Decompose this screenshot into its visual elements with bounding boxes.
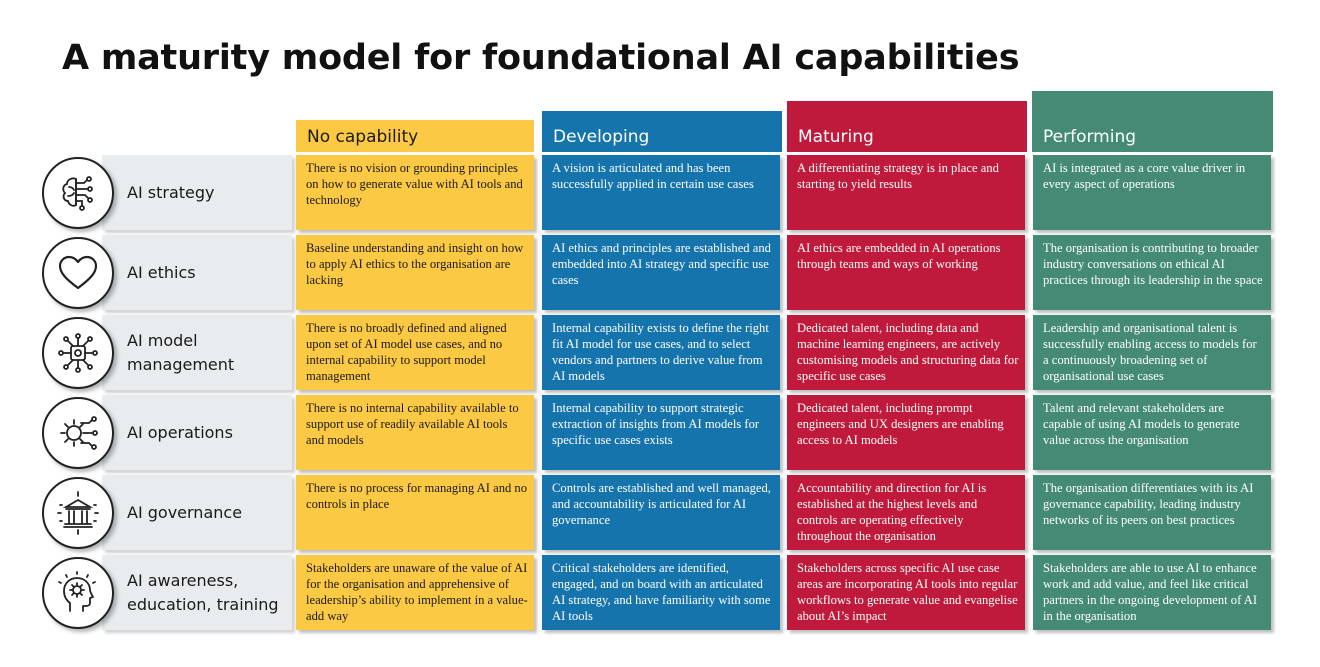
row-label-text: AI operations xyxy=(127,422,233,442)
cell-ai-model-management-no-capability: There is no broadly defined and aligned … xyxy=(296,315,534,390)
row-label-ai-operations: AI operations xyxy=(102,395,292,470)
cell-ai-ethics-performing: The organisation is contributing to broa… xyxy=(1033,235,1271,310)
column-header-label: Developing xyxy=(553,127,650,147)
cell-ai-awareness-developing: Critical stakeholders are identified, en… xyxy=(542,555,780,630)
cell-ai-ethics-developing: AI ethics and principles are established… xyxy=(542,235,780,310)
row-label-text: AI strategy xyxy=(127,182,215,202)
page-title: A maturity model for foundational AI cap… xyxy=(62,38,1020,78)
cell-ai-operations-performing: Talent and relevant stakeholders are cap… xyxy=(1033,395,1271,470)
cell-ai-strategy-maturing: A differentiating strategy is in place a… xyxy=(787,155,1025,230)
cell-ai-model-management-maturing: Dedicated talent, including data and mac… xyxy=(787,315,1025,390)
government-building-icon xyxy=(42,477,114,549)
cell-ai-model-management-performing: Leadership and organisational talent is … xyxy=(1033,315,1271,390)
cell-ai-strategy-no-capability: There is no vision or grounding principl… xyxy=(296,155,534,230)
row-label-ai-model-management: AI model management xyxy=(102,315,292,390)
column-header-label: Maturing xyxy=(798,127,874,147)
row-label-text: AI governance xyxy=(127,502,243,522)
cell-ai-governance-developing: Controls are established and well manage… xyxy=(542,475,780,550)
cell-ai-ethics-maturing: AI ethics are embedded in AI operations … xyxy=(787,235,1025,310)
cell-ai-strategy-performing: AI is integrated as a core value driver … xyxy=(1033,155,1271,230)
cell-ai-ethics-no-capability: Baseline understanding and insight on ho… xyxy=(296,235,534,310)
column-header-developing: Developing xyxy=(542,111,782,152)
network-model-icon xyxy=(42,317,114,389)
cell-ai-awareness-maturing: Stakeholders across specific AI use case… xyxy=(787,555,1025,630)
cell-ai-awareness-no-capability: Stakeholders are unaware of the value of… xyxy=(296,555,534,630)
row-label-text: AI awareness, education, training xyxy=(127,570,279,614)
cell-ai-operations-no-capability: There is no internal capability availabl… xyxy=(296,395,534,470)
head-gear-icon xyxy=(42,557,114,629)
cell-ai-model-management-developing: Internal capability exists to define the… xyxy=(542,315,780,390)
brain-circuit-icon xyxy=(42,157,114,229)
cell-ai-governance-no-capability: There is no process for managing AI and … xyxy=(296,475,534,550)
row-label-text: AI model management xyxy=(127,330,235,374)
column-header-label: No capability xyxy=(307,127,419,147)
row-label-ai-strategy: AI strategy xyxy=(102,155,292,230)
cell-ai-governance-performing: The organisation differentiates with its… xyxy=(1033,475,1271,550)
cell-ai-operations-maturing: Dedicated talent, including prompt engin… xyxy=(787,395,1025,470)
column-header-maturing: Maturing xyxy=(787,101,1027,152)
cell-ai-strategy-developing: A vision is articulated and has been suc… xyxy=(542,155,780,230)
cell-ai-governance-maturing: Accountability and direction for AI is e… xyxy=(787,475,1025,550)
column-header-label: Performing xyxy=(1043,127,1137,147)
heart-icon xyxy=(42,237,114,309)
row-label-text: AI ethics xyxy=(127,262,196,282)
cell-ai-awareness-performing: Stakeholders are able to use AI to enhan… xyxy=(1033,555,1271,630)
row-label-ai-awareness: AI awareness, education, training xyxy=(102,555,292,630)
cell-ai-operations-developing: Internal capability to support strategic… xyxy=(542,395,780,470)
column-header-no-capability: No capability xyxy=(296,120,534,152)
column-header-performing: Performing xyxy=(1032,91,1273,152)
row-label-ai-governance: AI governance xyxy=(102,475,292,550)
row-label-ai-ethics: AI ethics xyxy=(102,235,292,310)
gear-circuit-icon xyxy=(42,397,114,469)
